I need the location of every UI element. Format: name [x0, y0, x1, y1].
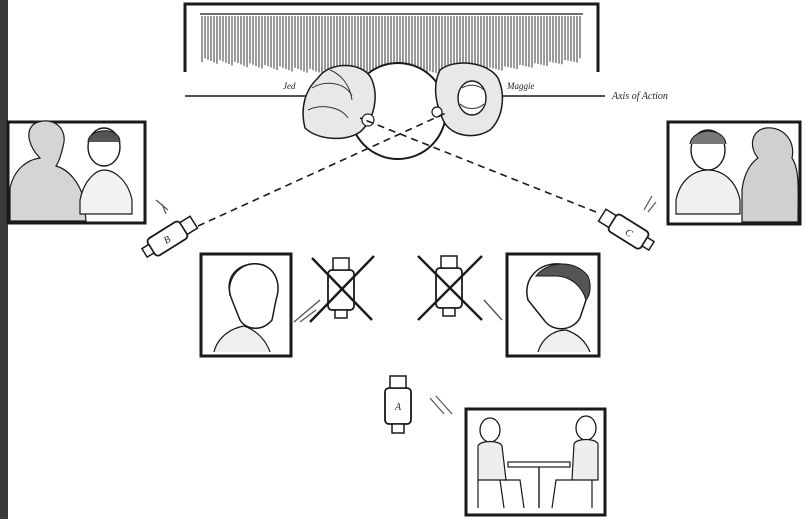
table-with-actors	[302, 62, 504, 160]
frame-closeup-left	[199, 252, 321, 358]
rejected-camera-right	[417, 255, 503, 321]
camera-c: C	[597, 208, 656, 252]
camera-c-label: C	[623, 227, 635, 240]
rejected-camera-left	[299, 255, 375, 323]
sightline-camera-c	[359, 117, 597, 213]
frame-two-shot	[464, 407, 607, 517]
person-right-label: Maggie	[506, 81, 535, 91]
frame-over-shoulder-left	[6, 120, 147, 225]
sightline-camera-b	[197, 111, 449, 227]
camera-b: B	[140, 215, 199, 259]
camera-b-label: B	[162, 234, 173, 247]
stage-backdrop	[183, 2, 600, 76]
cross-mark-left	[299, 309, 317, 323]
frame-closeup-right	[505, 252, 601, 358]
camera-a: A	[384, 375, 453, 434]
frame-over-shoulder-right	[666, 120, 802, 226]
axis-of-action-label: Axis of Action	[611, 91, 668, 102]
person-left-label: Jed	[283, 81, 296, 91]
camera-a-label: A	[394, 402, 402, 413]
